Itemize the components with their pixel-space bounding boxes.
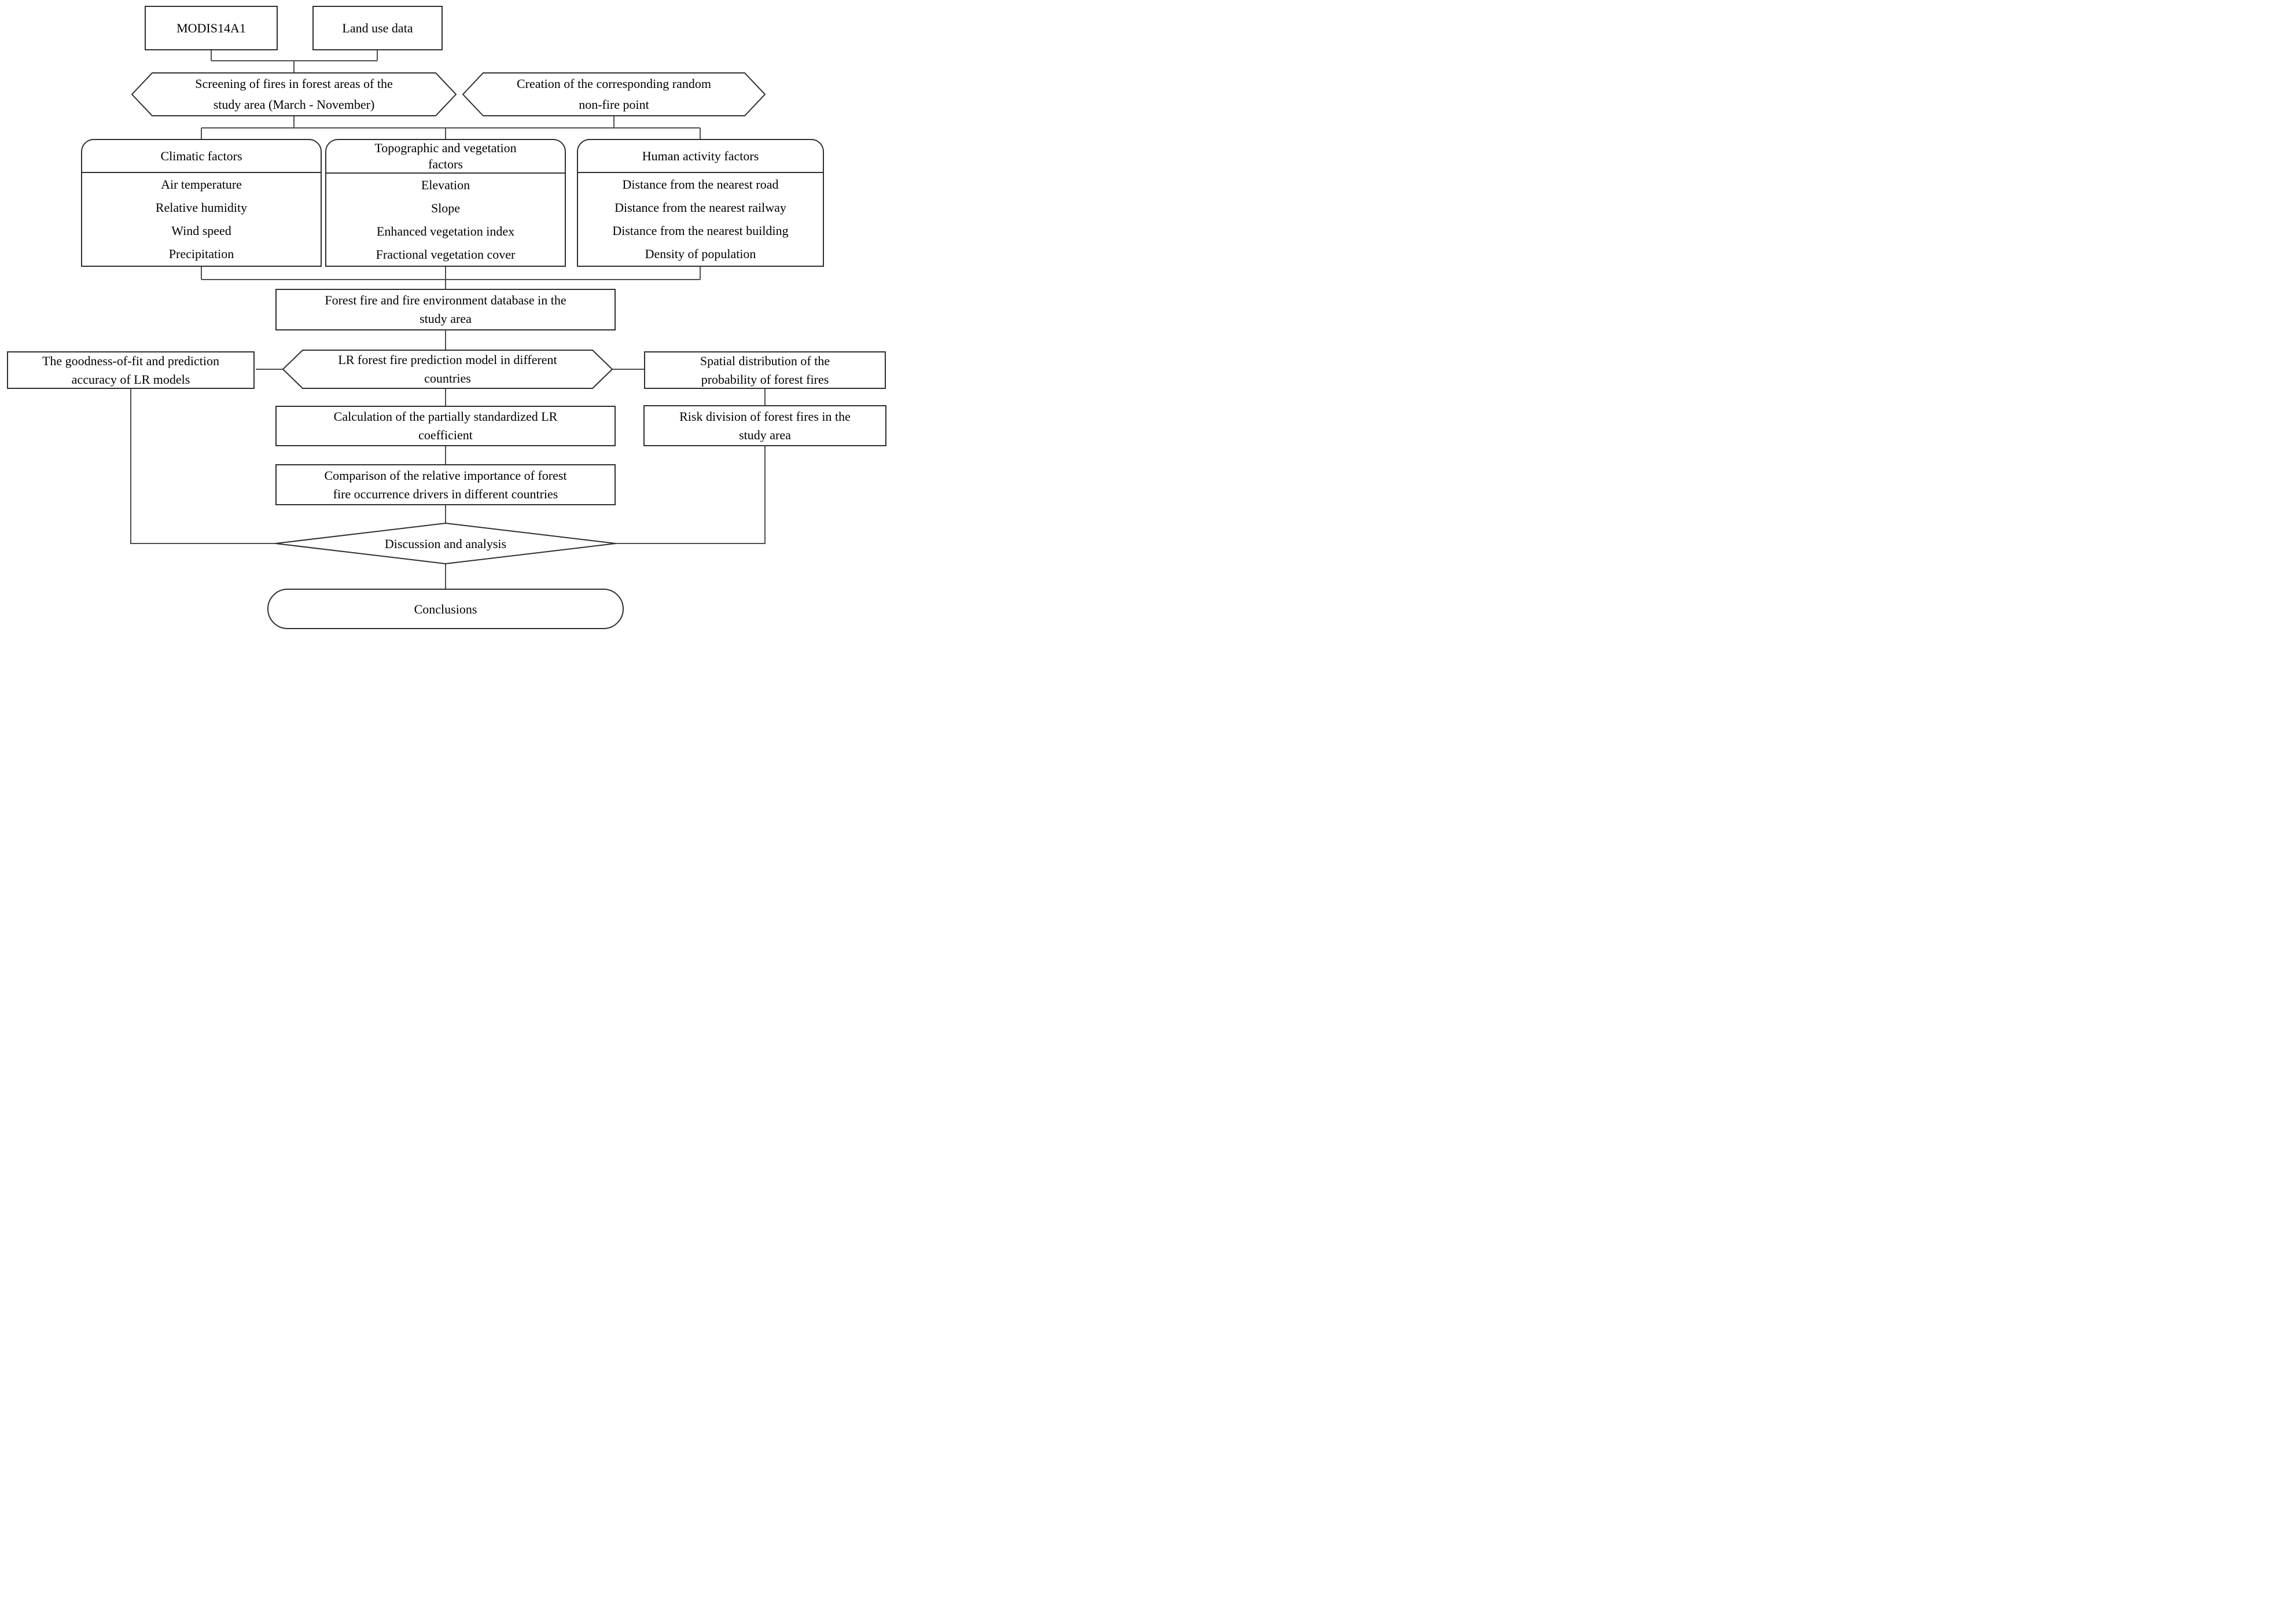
human-activity-factors-list: Distance from the nearest road Distance … [578,173,823,266]
connector-lines [130,50,766,589]
conclusions-label: Conclusions [414,601,477,616]
list-item: Slope [430,201,461,215]
screening-line-2: study area (March - November) [213,97,375,112]
list-item: Air temperature [161,177,242,192]
modis-label: MODIS14A1 [176,21,246,35]
climatic-factors-list: Air temperature Relative humidity Wind s… [82,173,321,266]
comparison-line-1: Comparison of the relative importance of… [324,468,567,483]
spatial-line-1: Spatial distribution of the [700,353,830,368]
list-item: Elevation [421,178,470,192]
conclusions-box: Conclusions [267,589,624,629]
topographic-vegetation-factors-box: Topographic and vegetation factors Eleva… [325,139,566,267]
topographic-title-line-2: factors [428,157,463,171]
discussion-label: Discussion and analysis [384,536,507,551]
database-box: Forest fire and fire environment databas… [275,289,616,330]
list-item: Precipitation [168,247,234,261]
list-item: Relative humidity [155,200,248,215]
human-activity-factors-box: Human activity factors Distance from the… [577,139,824,267]
calculation-line-1: Calculation of the partially standardize… [333,409,558,424]
creation-hexagon-shape [462,72,766,116]
topographic-vegetation-factors-list: Elevation Slope Enhanced vegetation inde… [326,174,565,266]
screening-hexagon: Screening of fires in forest areas of th… [152,73,436,116]
screening-hexagon-shape [131,72,457,116]
lr-model-hexagon: LR forest fire prediction model in diffe… [303,350,593,388]
screening-line-1: Screening of fires in forest areas of th… [195,76,393,91]
list-item: Distance from the nearest road [622,177,779,192]
discussion-diamond: Discussion and analysis [324,523,567,564]
climatic-factors-box: Climatic factors Air temperature Relativ… [81,139,322,267]
risk-line-1: Risk division of forest fires in the [679,409,851,424]
land-use-data-box: Land use data [312,6,443,50]
topographic-vegetation-factors-header: Topographic and vegetation factors [326,140,565,174]
creation-hexagon: Creation of the corresponding random non… [483,73,745,116]
list-item: Fractional vegetation cover [376,247,516,262]
human-activity-factors-header: Human activity factors [578,140,823,173]
list-item: Distance from the nearest railway [615,200,786,215]
goodness-line-1: The goodness-of-fit and prediction [42,353,220,368]
topographic-title-line-1: Topographic and vegetation [374,141,517,155]
lr-model-line-2: countries [424,371,471,385]
list-item: Distance from the nearest building [612,223,789,238]
modis-data-box: MODIS14A1 [145,6,278,50]
flowchart-connectors-layer [130,50,766,589]
goodness-of-fit-box: The goodness-of-fit and prediction accur… [7,351,255,389]
creation-line-2: non-fire point [579,97,649,112]
list-item: Wind speed [171,223,231,238]
list-item: Density of population [645,247,756,261]
risk-line-2: study area [739,427,791,442]
flowchart-forest-fire-methodology: MODIS14A1 Land use data Screening of fir… [0,0,893,630]
list-item: Enhanced vegetation index [376,224,515,238]
comparison-box: Comparison of the relative importance of… [275,464,616,505]
climatic-factors-title: Climatic factors [160,148,242,163]
goodness-line-2: accuracy of LR models [71,372,190,387]
lr-model-line-1: LR forest fire prediction model in diffe… [338,352,557,367]
land-use-label: Land use data [342,21,413,35]
climatic-factors-header: Climatic factors [82,140,321,173]
calculation-line-2: coefficient [418,428,473,442]
spatial-distribution-box: Spatial distribution of the probability … [644,351,886,389]
spatial-line-2: probability of forest fires [701,372,829,387]
creation-line-1: Creation of the corresponding random [516,76,711,91]
risk-division-box: Risk division of forest fires in the stu… [643,405,886,446]
human-activity-factors-title: Human activity factors [642,148,759,163]
discussion-diamond-shape [275,522,616,565]
comparison-line-2: fire occurrence drivers in different cou… [333,486,558,501]
database-line-1: Forest fire and fire environment databas… [325,293,566,307]
calculation-box: Calculation of the partially standardize… [275,406,616,446]
database-line-2: study area [420,311,472,326]
lr-model-hexagon-shape [282,350,613,389]
